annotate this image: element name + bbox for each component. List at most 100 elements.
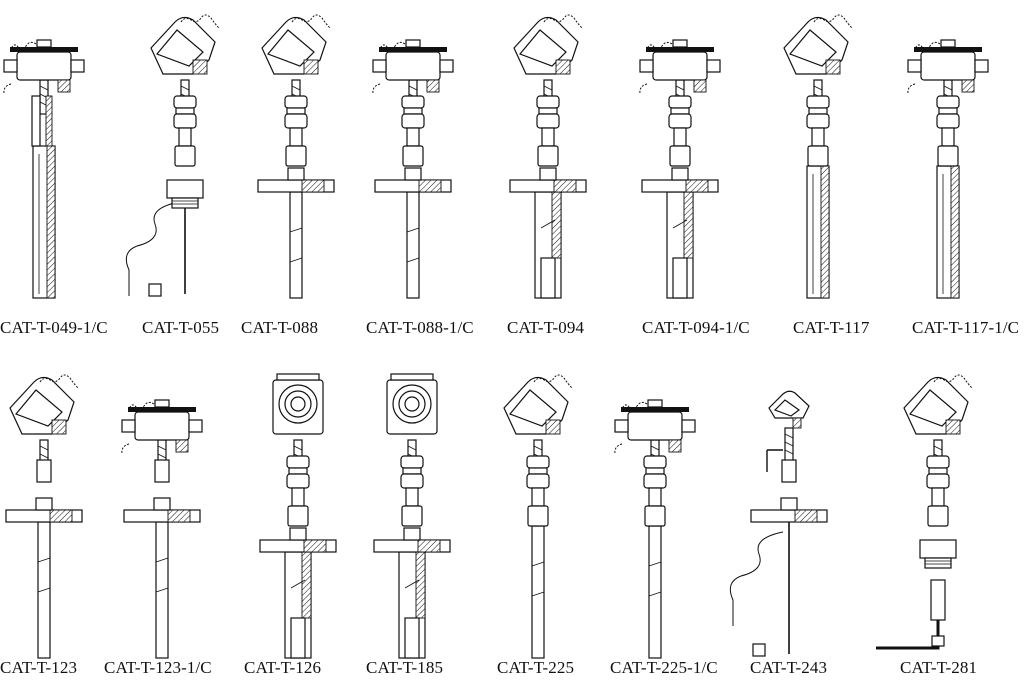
terminal-head-round bbox=[903, 374, 973, 435]
thermocouple-item bbox=[0, 360, 1029, 680]
thermocouple-item bbox=[0, 360, 1029, 680]
terminal-head-round bbox=[9, 374, 79, 435]
terminal-head-round bbox=[783, 14, 853, 75]
model-code-label: CAT-T-225 bbox=[497, 658, 575, 677]
sheath-capillary bbox=[125, 192, 186, 297]
process-mount-flange bbox=[5, 497, 83, 523]
sheath-capillary bbox=[729, 522, 790, 657]
neck-union bbox=[173, 79, 197, 167]
thermocouple-item bbox=[0, 0, 1029, 320]
model-code-label: CAT-T-049-1/C bbox=[0, 318, 108, 337]
model-code-label: CAT-T-117-1/C bbox=[912, 318, 1020, 337]
thermocouple-drawing bbox=[5, 374, 83, 659]
process-mount-flange bbox=[257, 167, 335, 193]
thermocouple-item bbox=[0, 360, 1029, 680]
terminal-head-explosion bbox=[272, 373, 324, 435]
model-code-label: CAT-T-185 bbox=[366, 658, 444, 677]
process-mount-thread bbox=[166, 179, 204, 209]
terminal-head-flat bbox=[121, 399, 203, 455]
thermocouple-item bbox=[0, 360, 1029, 680]
process-mount-flange bbox=[123, 497, 201, 523]
neck-plain bbox=[781, 427, 797, 483]
process-mount-flange bbox=[373, 527, 451, 553]
terminal-head-round bbox=[513, 14, 583, 75]
thermocouple-drawing bbox=[121, 399, 203, 659]
neck-union bbox=[284, 79, 308, 167]
sheath-thick bbox=[534, 191, 562, 299]
terminal-head-flat bbox=[372, 39, 454, 95]
terminal-head-flat bbox=[614, 399, 696, 455]
neck-union bbox=[668, 79, 692, 167]
thermocouple-drawing bbox=[876, 374, 973, 650]
process-mount-flange bbox=[750, 497, 828, 523]
thermocouple-drawing bbox=[503, 374, 573, 659]
thermocouple-item bbox=[0, 0, 1029, 320]
thermocouple-item bbox=[0, 0, 1029, 320]
thermocouple-drawing bbox=[639, 39, 721, 299]
neck-union bbox=[526, 439, 550, 527]
terminal-head-explosion bbox=[386, 373, 438, 435]
process-mount-flange bbox=[509, 167, 587, 193]
terminal-head-flat bbox=[639, 39, 721, 95]
thermocouple-drawing bbox=[614, 399, 696, 659]
neck-union bbox=[936, 79, 960, 167]
terminal-head-round bbox=[150, 14, 220, 75]
process-mount-flange bbox=[641, 167, 719, 193]
thermocouple-item bbox=[0, 0, 1029, 320]
sheath-long bbox=[32, 145, 56, 299]
sheath-thin bbox=[289, 191, 303, 299]
model-code-label: CAT-T-094-1/C bbox=[642, 318, 750, 337]
neck-union bbox=[400, 439, 424, 527]
model-code-label: CAT-T-281 bbox=[900, 658, 978, 677]
model-code-label: CAT-T-088 bbox=[241, 318, 319, 337]
model-code-label: CAT-T-225-1/C bbox=[610, 658, 718, 677]
sheath-thick bbox=[284, 551, 312, 659]
model-code-label: CAT-T-088-1/C bbox=[366, 318, 474, 337]
sheath-thick bbox=[398, 551, 426, 659]
sheath-bent bbox=[876, 579, 946, 650]
thermocouple-drawing bbox=[729, 390, 828, 657]
thermocouple-item bbox=[0, 360, 1029, 680]
terminal-head-flat bbox=[907, 39, 989, 95]
thermocouple-item bbox=[0, 0, 1029, 320]
model-code-label: CAT-T-126 bbox=[244, 658, 322, 677]
thermocouple-drawing bbox=[509, 14, 587, 299]
model-code-label: CAT-T-094 bbox=[507, 318, 585, 337]
process-mount-flange bbox=[374, 167, 452, 193]
neck-union bbox=[926, 439, 950, 527]
neck-bracket bbox=[31, 79, 53, 147]
thermocouple-item bbox=[0, 360, 1029, 680]
neck-union bbox=[806, 79, 830, 167]
terminal-head-round bbox=[503, 374, 573, 435]
terminal-head-round bbox=[261, 14, 331, 75]
model-code-label: CAT-T-243 bbox=[750, 658, 828, 677]
sheath-long bbox=[936, 165, 960, 299]
thermocouple-drawing bbox=[257, 14, 335, 299]
neck-union bbox=[643, 439, 667, 527]
terminal-head-small bbox=[766, 390, 810, 472]
thermocouple-item bbox=[0, 0, 1029, 320]
model-code-label: CAT-T-123-1/C bbox=[104, 658, 212, 677]
thermocouple-item bbox=[0, 360, 1029, 680]
thermocouple-item bbox=[0, 360, 1029, 680]
thermocouple-drawing bbox=[259, 373, 337, 659]
thermocouple-drawing bbox=[907, 39, 989, 299]
neck-union bbox=[286, 439, 310, 527]
model-code-label: CAT-T-055 bbox=[142, 318, 220, 337]
thermocouple-drawing bbox=[3, 39, 85, 299]
sheath-thin bbox=[406, 191, 420, 299]
thermocouple-item bbox=[0, 0, 1029, 320]
model-code-label: CAT-T-123 bbox=[0, 658, 78, 677]
thermocouple-drawing bbox=[125, 14, 220, 297]
process-mount-flange bbox=[259, 527, 337, 553]
terminal-head-flat bbox=[3, 39, 85, 95]
thermocouple-drawing bbox=[372, 39, 454, 299]
neck-union bbox=[401, 79, 425, 167]
neck-plain bbox=[36, 439, 52, 483]
thermocouple-drawing bbox=[783, 14, 853, 299]
process-mount-thread bbox=[919, 539, 957, 569]
thermocouple-item bbox=[0, 0, 1029, 320]
neck-union bbox=[536, 79, 560, 167]
model-code-label: CAT-T-117 bbox=[793, 318, 870, 337]
